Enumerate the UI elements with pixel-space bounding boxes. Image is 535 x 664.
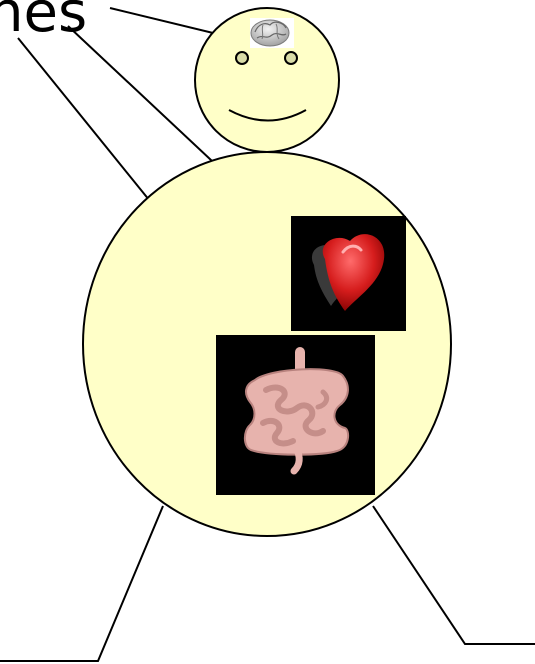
right-eye (285, 52, 297, 64)
left-leg (0, 506, 163, 661)
heart-icon (291, 216, 406, 331)
right-leg (373, 506, 535, 644)
callout-label: nes (0, 0, 87, 45)
left-eye (236, 52, 248, 64)
intestines-icon (216, 335, 375, 495)
brain-icon (250, 18, 294, 48)
